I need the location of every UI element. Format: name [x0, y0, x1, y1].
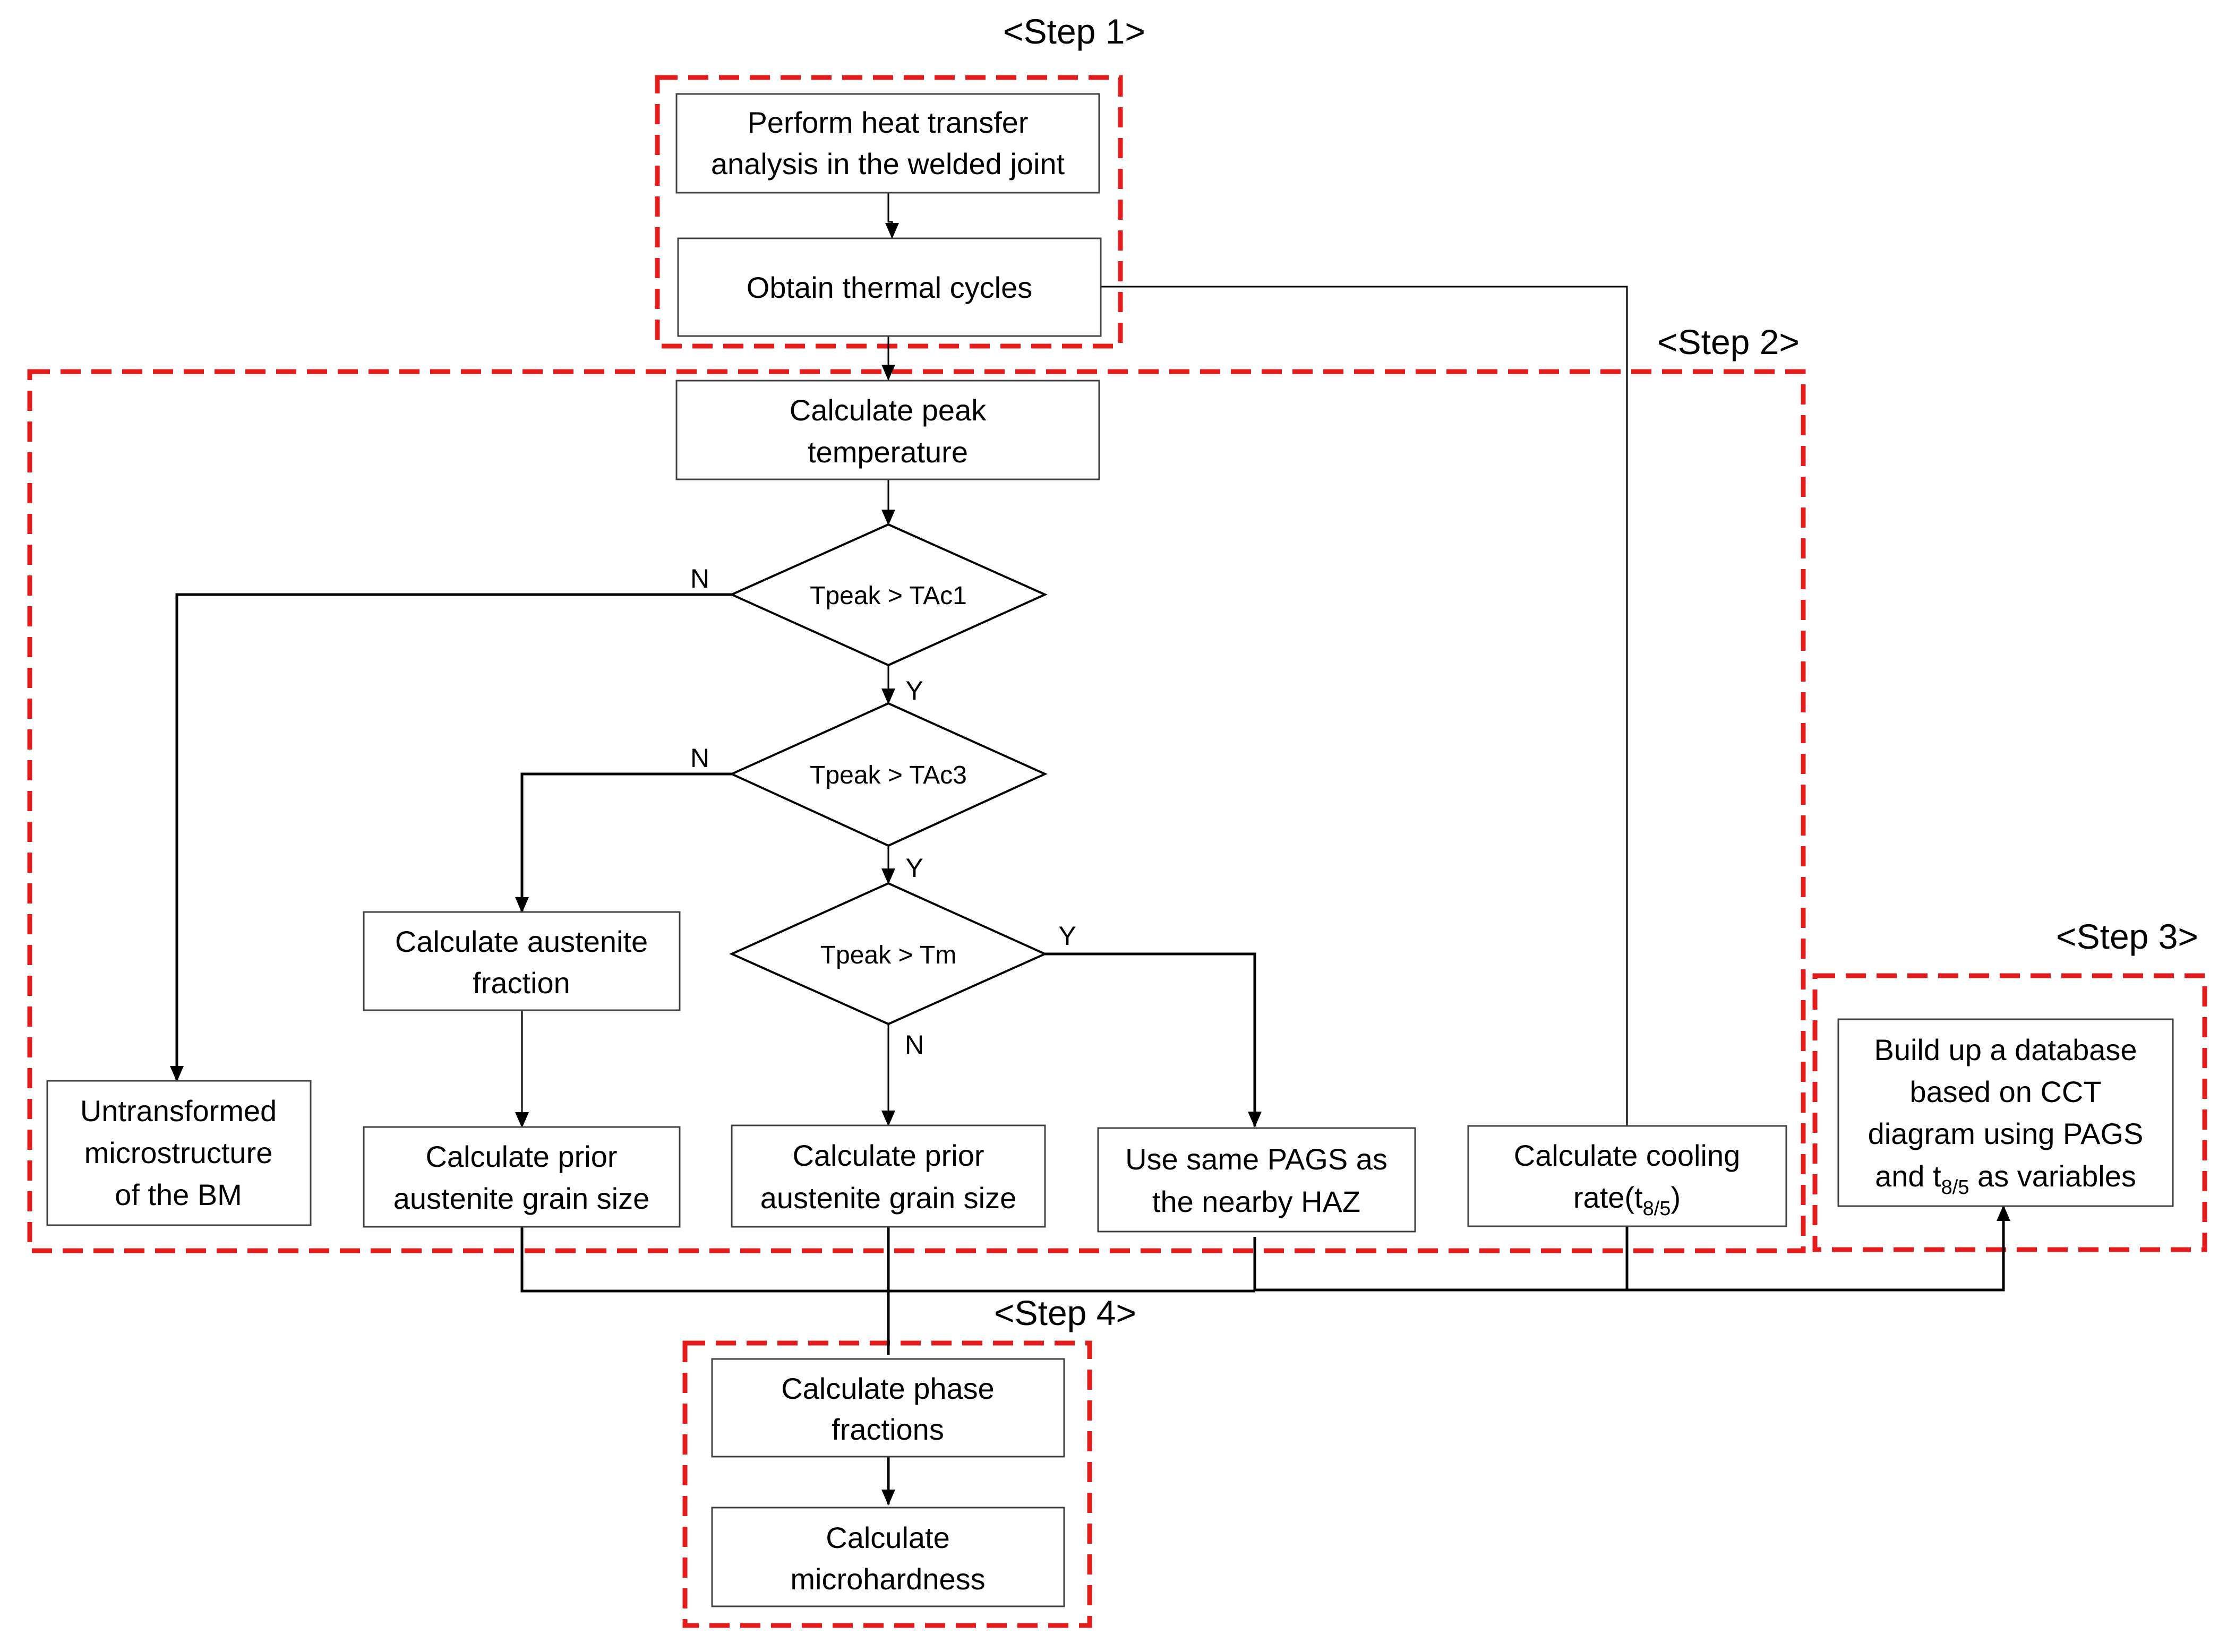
edge-tm-yes	[1045, 952, 1262, 1128]
edge-ac1-no	[170, 593, 732, 1082]
same-pags-box	[1097, 1127, 1416, 1233]
prior-grain-2-line-2: austenite grain size	[760, 1181, 1017, 1215]
cooling-rate-line-1: Calculate cooling	[1514, 1139, 1740, 1172]
label-ac3-yes: Y	[905, 853, 923, 883]
same-pags-line-2: the nearby HAZ	[1152, 1185, 1360, 1218]
step3-label: <Step 3>	[2056, 917, 2198, 956]
untransformed-box	[46, 1080, 312, 1226]
thermal-cycles-box	[677, 237, 1102, 337]
prior-grain-box-1	[363, 1126, 681, 1228]
decision-tm	[729, 882, 1048, 1026]
peak-temperature-line-2: temperature	[808, 435, 968, 469]
database-line-1: Build up a database	[1874, 1033, 2137, 1066]
phase-fractions-line-2: fractions	[832, 1413, 944, 1446]
prior-grain-box-2	[731, 1124, 1046, 1228]
prior-grain-2-line-1: Calculate prior	[792, 1139, 984, 1172]
edge-heat-to-thermal	[885, 193, 899, 239]
austenite-fraction-line-2: fraction	[473, 966, 570, 1000]
database-line-4: and t8/5 as variables	[1875, 1159, 2136, 1199]
peak-temperature-box	[675, 380, 1100, 480]
heat-transfer-box	[675, 93, 1100, 194]
step4-label: <Step 4>	[994, 1293, 1136, 1332]
microhardness-box	[711, 1507, 1065, 1607]
decision-ac1	[729, 523, 1048, 667]
prior-grain-1-line-1: Calculate prior	[425, 1140, 617, 1173]
prior-grain-1-line-2: austenite grain size	[393, 1182, 650, 1215]
step2-box	[27, 369, 1806, 1253]
label-ac1-yes: Y	[905, 676, 923, 705]
label-tm-yes: Y	[1058, 921, 1076, 951]
austenite-fraction-line-1: Calculate austenite	[395, 925, 648, 958]
database-line-2: based on CCT	[1909, 1075, 2101, 1108]
label-tm-no: N	[905, 1030, 924, 1060]
untransformed-line-1: Untransformed	[80, 1094, 277, 1128]
microhardness-line-2: microhardness	[790, 1562, 985, 1596]
same-pags-line-1: Use same PAGS as	[1125, 1142, 1387, 1176]
step3-box	[1812, 973, 2207, 1252]
phase-fractions-line-1: Calculate phase	[781, 1372, 995, 1405]
phase-fractions-box	[711, 1358, 1065, 1458]
decision-ac1-text: Tpeak > TAc1	[810, 582, 967, 610]
label-ac3-no: N	[690, 743, 709, 773]
heat-transfer-line-2: analysis in the welded joint	[711, 147, 1065, 180]
heat-transfer-line-1: Perform heat transfer	[747, 106, 1028, 139]
decision-tm-text: Tpeak > Tm	[820, 941, 957, 969]
step2-label: <Step 2>	[1657, 322, 1800, 362]
untransformed-line-3: of the BM	[115, 1178, 242, 1211]
cooling-rate-line-2: rate(t8/5)	[1573, 1181, 1681, 1220]
cooling-rate-box	[1467, 1125, 1787, 1227]
database-box	[1837, 1018, 2174, 1207]
label-ac1-no: N	[690, 564, 709, 593]
peak-temperature-line-1: Calculate peak	[790, 393, 987, 427]
edge-ac3-no	[515, 772, 732, 913]
decision-ac3-text: Tpeak > TAc3	[810, 761, 967, 789]
merge-bus	[520, 1206, 2003, 1355]
austenite-fraction-box	[363, 911, 681, 1011]
step1-label: <Step 1>	[1003, 12, 1145, 51]
decision-ac3	[729, 702, 1048, 847]
thermal-cycles-text: Obtain thermal cycles	[747, 271, 1032, 304]
edge-thermal-to-cooling	[1101, 286, 1634, 1148]
microhardness-line-1: Calculate	[826, 1521, 949, 1554]
database-line-3: diagram using PAGS	[1868, 1117, 2144, 1150]
untransformed-line-2: microstructure	[84, 1136, 273, 1169]
